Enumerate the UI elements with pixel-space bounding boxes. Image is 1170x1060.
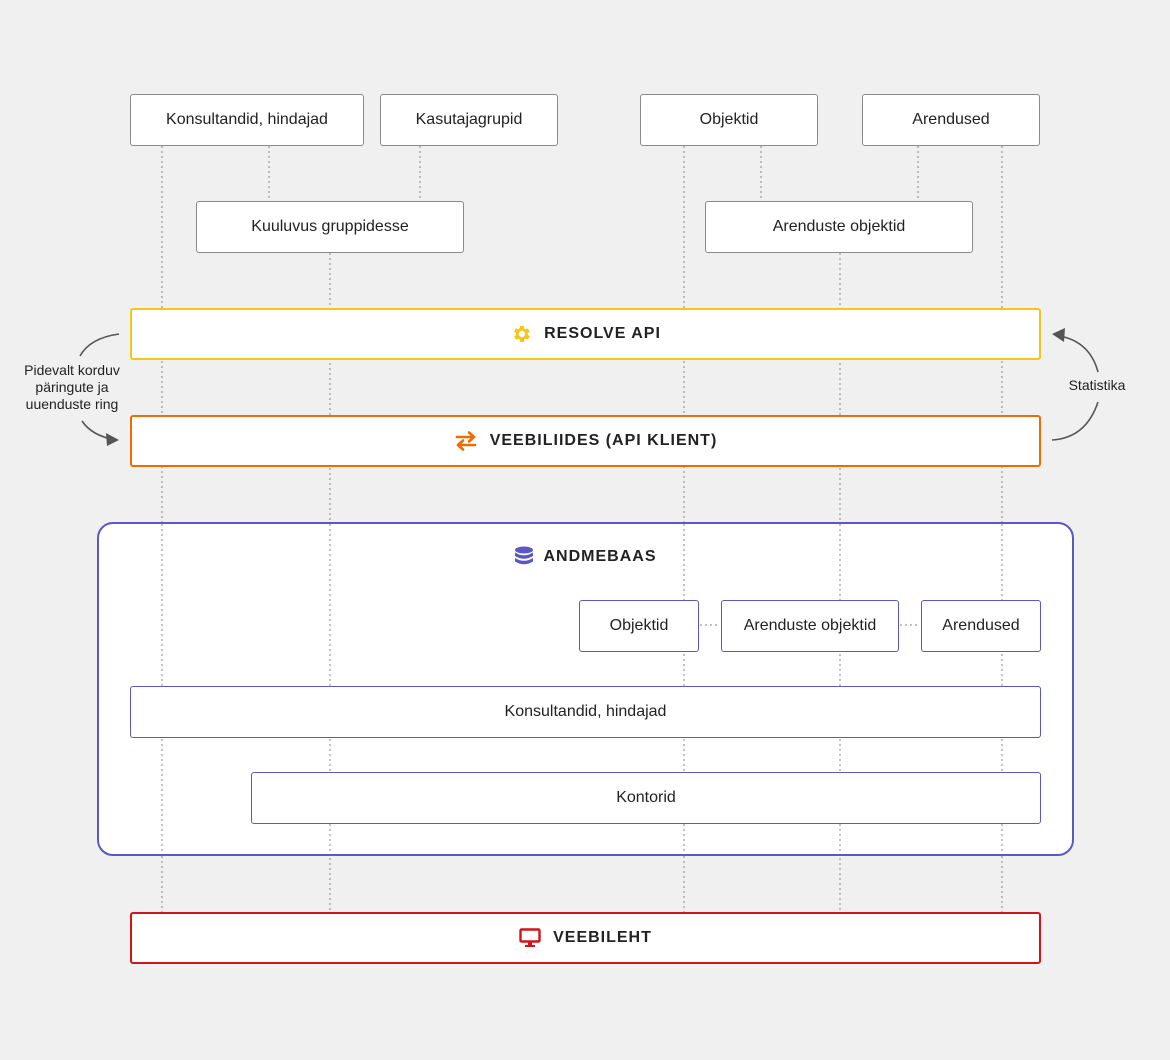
loop-arrows-right: [1051, 335, 1099, 441]
loop-label-line: Pidevalt korduv: [24, 362, 120, 378]
web-interface-bar: VEEBILIIDES (API KLIENT): [130, 415, 1041, 467]
web-interface-label: VEEBILIIDES (API KLIENT): [489, 432, 718, 449]
database-title-label: ANDMEBAAS: [543, 548, 657, 565]
junction-label: Kuuluvus gruppidesse: [251, 218, 409, 235]
database-title: ANDMEBAAS: [0, 546, 1170, 568]
loop-label-left: Pidevalt korduv päringute ja uuenduste r…: [10, 362, 134, 413]
arrowhead-icon: [106, 433, 119, 446]
entity-developments: Arendused: [862, 94, 1040, 146]
junction-group-membership: Kuuluvus gruppidesse: [196, 201, 464, 253]
gear-icon: [510, 323, 532, 345]
junction-development-objects: Arenduste objektid: [705, 201, 973, 253]
db-table-label: Konsultandid, hindajad: [504, 703, 667, 720]
db-table-developments: Arendused: [921, 600, 1041, 652]
website-label: VEEBILEHT: [553, 929, 652, 946]
db-table-label: Arendused: [942, 617, 1020, 634]
database-icon: [514, 546, 534, 568]
swap-arrows-icon: [454, 431, 478, 451]
entity-label: Konsultandid, hindajad: [166, 111, 328, 128]
loop-label-right: Statistika: [1062, 377, 1132, 394]
db-table-label: Kontorid: [616, 789, 676, 806]
loop-label-line: päringute ja: [35, 379, 109, 395]
db-table-label: Arenduste objektid: [743, 617, 877, 634]
resolve-api-bar: RESOLVE API: [130, 308, 1041, 360]
db-table-objects: Objektid: [579, 600, 699, 652]
junction-label: Arenduste objektid: [772, 218, 906, 235]
loop-arc-top: [79, 333, 120, 357]
db-table-development-objects: Arenduste objektid: [721, 600, 899, 652]
entity-label: Arendused: [912, 111, 990, 128]
entity-usergroups: Kasutajagrupid: [380, 94, 558, 146]
monitor-icon: [519, 928, 541, 948]
loop-label-line: uuenduste ring: [25, 396, 119, 412]
arrowhead-icon: [1052, 328, 1065, 342]
loop-arc-top: [1059, 335, 1099, 373]
entity-consultants: Konsultandid, hindajad: [130, 94, 364, 146]
entity-label: Kasutajagrupid: [415, 111, 523, 128]
entity-objects: Objektid: [640, 94, 818, 146]
db-table-label: Objektid: [609, 617, 669, 634]
entity-label: Objektid: [699, 111, 759, 128]
db-table-offices: Kontorid: [251, 772, 1041, 824]
resolve-api-label: RESOLVE API: [544, 325, 661, 342]
loop-arc-bottom: [1051, 401, 1099, 441]
db-table-consultants: Konsultandid, hindajad: [130, 686, 1041, 738]
website-bar: VEEBILEHT: [130, 912, 1041, 964]
statistics-label: Statistika: [1068, 377, 1126, 393]
